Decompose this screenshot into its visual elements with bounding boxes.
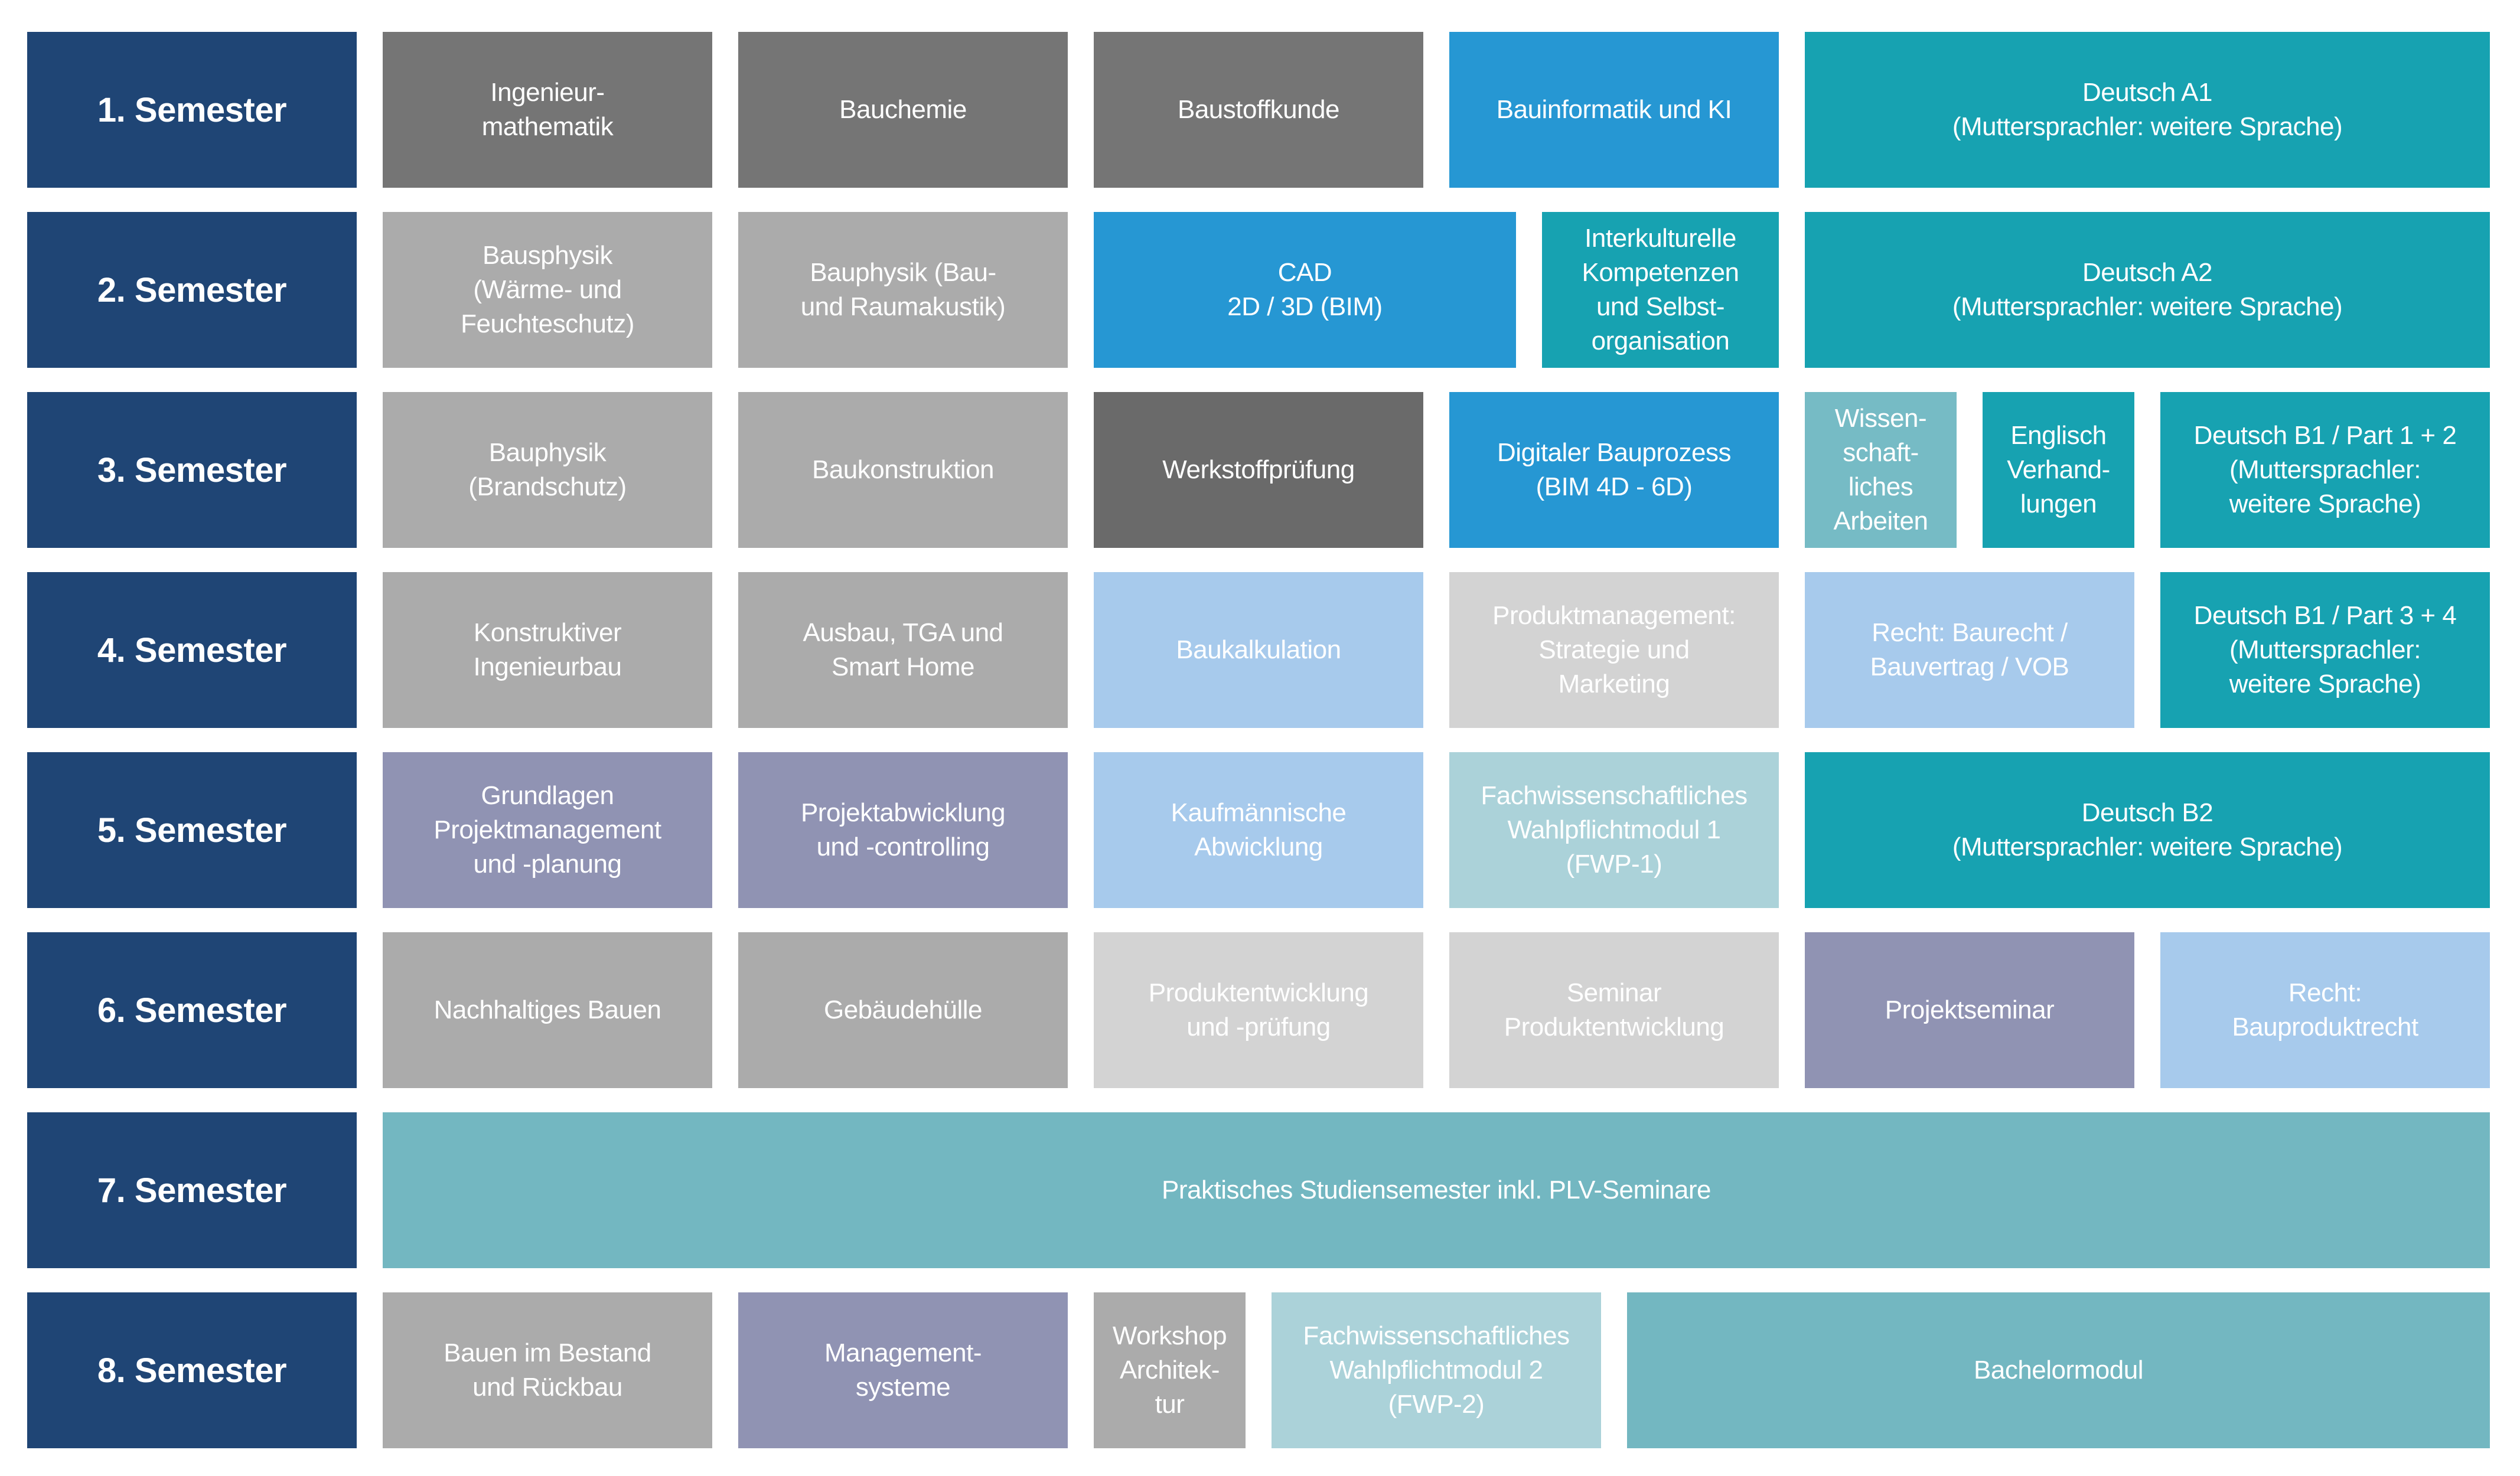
module-ingenieurmathematik: Ingenieur- mathematik (383, 32, 712, 188)
module-recht-bauproduktrecht: Recht: Bauproduktrecht (2160, 932, 2490, 1088)
module-digitaler-bauprozess: Digitaler Bauprozess (BIM 4D - 6D) (1449, 392, 1779, 548)
module-wissenschaftliches-arbeiten: Wissen- schaft- liches Arbeiten (1805, 392, 1957, 548)
module-produktentwicklung-pruefung: Produktentwicklung und -prüfung (1094, 932, 1423, 1088)
row-semester-2: 2. Semester Bausphysik (Wärme- und Feuch… (27, 212, 2490, 368)
semester-2-label: 2. Semester (27, 212, 357, 368)
module-deutsch-b1-part-1-2: Deutsch B1 / Part 1 + 2 (Muttersprachler… (2160, 392, 2490, 548)
module-deutsch-a1: Deutsch A1 (Muttersprachler: weitere Spr… (1805, 32, 2490, 188)
module-bausphysik-waerme-feuchteschutz: Bausphysik (Wärme- und Feuchteschutz) (383, 212, 712, 368)
module-fwp-1: Fachwissenschaftliches Wahlpflichtmodul … (1449, 752, 1779, 908)
module-baukonstruktion: Baukonstruktion (738, 392, 1068, 548)
module-baukalkulation: Baukalkulation (1094, 572, 1423, 728)
module-konstruktiver-ingenieurbau: Konstruktiver Ingenieurbau (383, 572, 712, 728)
module-werkstoffpruefung: Werkstoffprüfung (1094, 392, 1423, 548)
module-recht-baurecht-vob: Recht: Baurecht / Bauvertrag / VOB (1805, 572, 2134, 728)
module-interkulturelle-kompetenzen: Interkulturelle Kompetenzen und Selbst- … (1542, 212, 1779, 368)
module-bachelormodul: Bachelormodul (1627, 1292, 2490, 1448)
semester-1-label: 1. Semester (27, 32, 357, 188)
semester-6-label: 6. Semester (27, 932, 357, 1088)
module-fwp-2: Fachwissenschaftliches Wahlpflichtmodul … (1272, 1292, 1601, 1448)
row-semester-4: 4. Semester Konstruktiver Ingenieurbau A… (27, 572, 2490, 728)
module-produktmanagement: Produktmanagement: Strategie und Marketi… (1449, 572, 1779, 728)
module-workshop-architektur: Workshop Architek- tur (1094, 1292, 1246, 1448)
module-bauen-im-bestand-rueckbau: Bauen im Bestand und Rückbau (383, 1292, 712, 1448)
semester-grid: 1. Semester Ingenieur- mathematik Bauche… (27, 32, 2490, 1448)
semester-8-label: 8. Semester (27, 1292, 357, 1448)
module-englisch-verhandlungen: Englisch Verhand- lungen (1983, 392, 2134, 548)
semester-4-label: 4. Semester (27, 572, 357, 728)
row-semester-5: 5. Semester Grundlagen Projektmanagement… (27, 752, 2490, 908)
module-bauphysik-raumakustik: Bauphysik (Bau- und Raumakustik) (738, 212, 1068, 368)
module-gebaeudehuelle: Gebäudehülle (738, 932, 1068, 1088)
module-bauchemie: Bauchemie (738, 32, 1068, 188)
module-bauphysik-brandschutz: Bauphysik (Brandschutz) (383, 392, 712, 548)
module-grundlagen-projektmanagement: Grundlagen Projektmanagement und -planun… (383, 752, 712, 908)
module-praktisches-studiensemester: Praktisches Studiensemester inkl. PLV-Se… (383, 1112, 2490, 1268)
module-deutsch-b1-part-3-4: Deutsch B1 / Part 3 + 4 (Muttersprachler… (2160, 572, 2490, 728)
module-cad-2d-3d-bim: CAD 2D / 3D (BIM) (1094, 212, 1516, 368)
row-semester-8: 8. Semester Bauen im Bestand und Rückbau… (27, 1292, 2490, 1448)
module-deutsch-b2: Deutsch B2 (Muttersprachler: weitere Spr… (1805, 752, 2490, 908)
row-semester-1: 1. Semester Ingenieur- mathematik Bauche… (27, 32, 2490, 188)
row-semester-7: 7. Semester Praktisches Studiensemester … (27, 1112, 2490, 1268)
semester-5-label: 5. Semester (27, 752, 357, 908)
module-managementsysteme: Management- systeme (738, 1292, 1068, 1448)
module-kaufmaennische-abwicklung: Kaufmännische Abwicklung (1094, 752, 1423, 908)
module-nachhaltiges-bauen: Nachhaltiges Bauen (383, 932, 712, 1088)
module-projektabwicklung-controlling: Projektabwicklung und -controlling (738, 752, 1068, 908)
module-ausbau-tga-smart-home: Ausbau, TGA und Smart Home (738, 572, 1068, 728)
module-bauinformatik-und-ki: Bauinformatik und KI (1449, 32, 1779, 188)
module-seminar-produktentwicklung: Seminar Produktentwicklung (1449, 932, 1779, 1088)
row-semester-6: 6. Semester Nachhaltiges Bauen Gebäudehü… (27, 932, 2490, 1088)
module-deutsch-a2: Deutsch A2 (Muttersprachler: weitere Spr… (1805, 212, 2490, 368)
semester-7-label: 7. Semester (27, 1112, 357, 1268)
module-projektseminar: Projektseminar (1805, 932, 2134, 1088)
row-semester-3: 3. Semester Bauphysik (Brandschutz) Bauk… (27, 392, 2490, 548)
module-baustoffkunde: Baustoffkunde (1094, 32, 1423, 188)
semester-3-label: 3. Semester (27, 392, 357, 548)
